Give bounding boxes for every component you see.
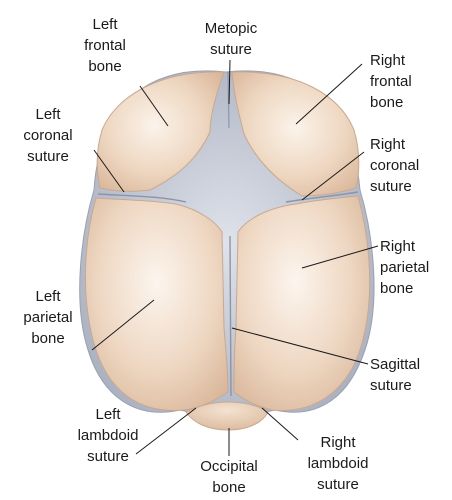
label-line: parietal bbox=[380, 259, 430, 276]
label-line: Right bbox=[370, 52, 406, 69]
label-line: Left bbox=[35, 288, 61, 305]
leader-sagittal bbox=[231, 327, 369, 365]
label-line: suture bbox=[87, 448, 129, 465]
label-sagittal-suture: Sagittal suture bbox=[370, 354, 450, 396]
label-left-lambdoid-suture: Left lambdoid suture bbox=[66, 404, 150, 467]
label-line: Left bbox=[35, 106, 61, 123]
leader-metopic bbox=[228, 59, 231, 105]
sagittal-suture-line bbox=[229, 235, 232, 397]
label-right-coronal-suture: Right coronal suture bbox=[370, 134, 450, 197]
label-line: coronal bbox=[23, 127, 73, 144]
occipital-bone bbox=[185, 401, 269, 431]
label-line: bone bbox=[88, 58, 122, 75]
label-line: lambdoid bbox=[307, 455, 369, 472]
label-line: Right bbox=[370, 136, 406, 153]
metopic-suture-line bbox=[227, 71, 230, 129]
label-line: lambdoid bbox=[77, 427, 139, 444]
leader-right-coronal bbox=[301, 151, 365, 201]
label-line: suture bbox=[317, 476, 359, 493]
right-frontal-bone bbox=[231, 71, 360, 197]
leader-right-lambdoid bbox=[261, 407, 299, 441]
label-line: bone bbox=[31, 330, 65, 347]
leader-left-coronal bbox=[93, 149, 125, 193]
label-left-frontal-bone: Left frontal bone bbox=[60, 14, 150, 77]
label-right-frontal-bone: Right frontal bone bbox=[370, 50, 450, 113]
label-metopic-suture: Metopic suture bbox=[186, 18, 276, 60]
left-coronal-suture-line bbox=[97, 193, 187, 203]
label-line: Right bbox=[380, 238, 416, 255]
leader-left-parietal bbox=[91, 299, 155, 351]
left-parietal-bone bbox=[84, 197, 229, 411]
label-line: suture bbox=[370, 377, 412, 394]
label-line: suture bbox=[370, 178, 412, 195]
leader-right-frontal bbox=[295, 63, 363, 125]
label-line: Sagittal bbox=[370, 356, 421, 373]
label-line: suture bbox=[210, 41, 252, 58]
label-line: Left bbox=[95, 406, 121, 423]
label-left-parietal-bone: Left parietal bone bbox=[6, 286, 90, 349]
label-occipital-bone: Occipital bone bbox=[184, 456, 274, 498]
label-line: bone bbox=[380, 280, 414, 297]
leader-left-lambdoid bbox=[135, 407, 197, 455]
left-frontal-bone bbox=[96, 71, 225, 192]
label-line: bone bbox=[370, 94, 404, 111]
label-line: parietal bbox=[23, 309, 73, 326]
label-line: suture bbox=[27, 148, 69, 165]
label-line: Occipital bbox=[200, 458, 258, 475]
label-right-lambdoid-suture: Right lambdoid suture bbox=[290, 432, 386, 495]
label-line: Left bbox=[92, 16, 118, 33]
leader-right-parietal bbox=[301, 245, 379, 269]
label-line: Metopic bbox=[204, 20, 258, 37]
label-line: Right bbox=[320, 434, 356, 451]
right-coronal-suture-line bbox=[285, 191, 359, 203]
label-line: frontal bbox=[84, 37, 126, 54]
leader-left-frontal bbox=[139, 85, 169, 127]
label-line: bone bbox=[212, 479, 246, 496]
label-left-coronal-suture: Left coronal suture bbox=[0, 104, 96, 167]
label-right-parietal-bone: Right parietal bone bbox=[380, 236, 450, 299]
label-line: coronal bbox=[370, 157, 420, 174]
label-line: frontal bbox=[370, 73, 412, 90]
right-parietal-bone bbox=[233, 195, 371, 411]
